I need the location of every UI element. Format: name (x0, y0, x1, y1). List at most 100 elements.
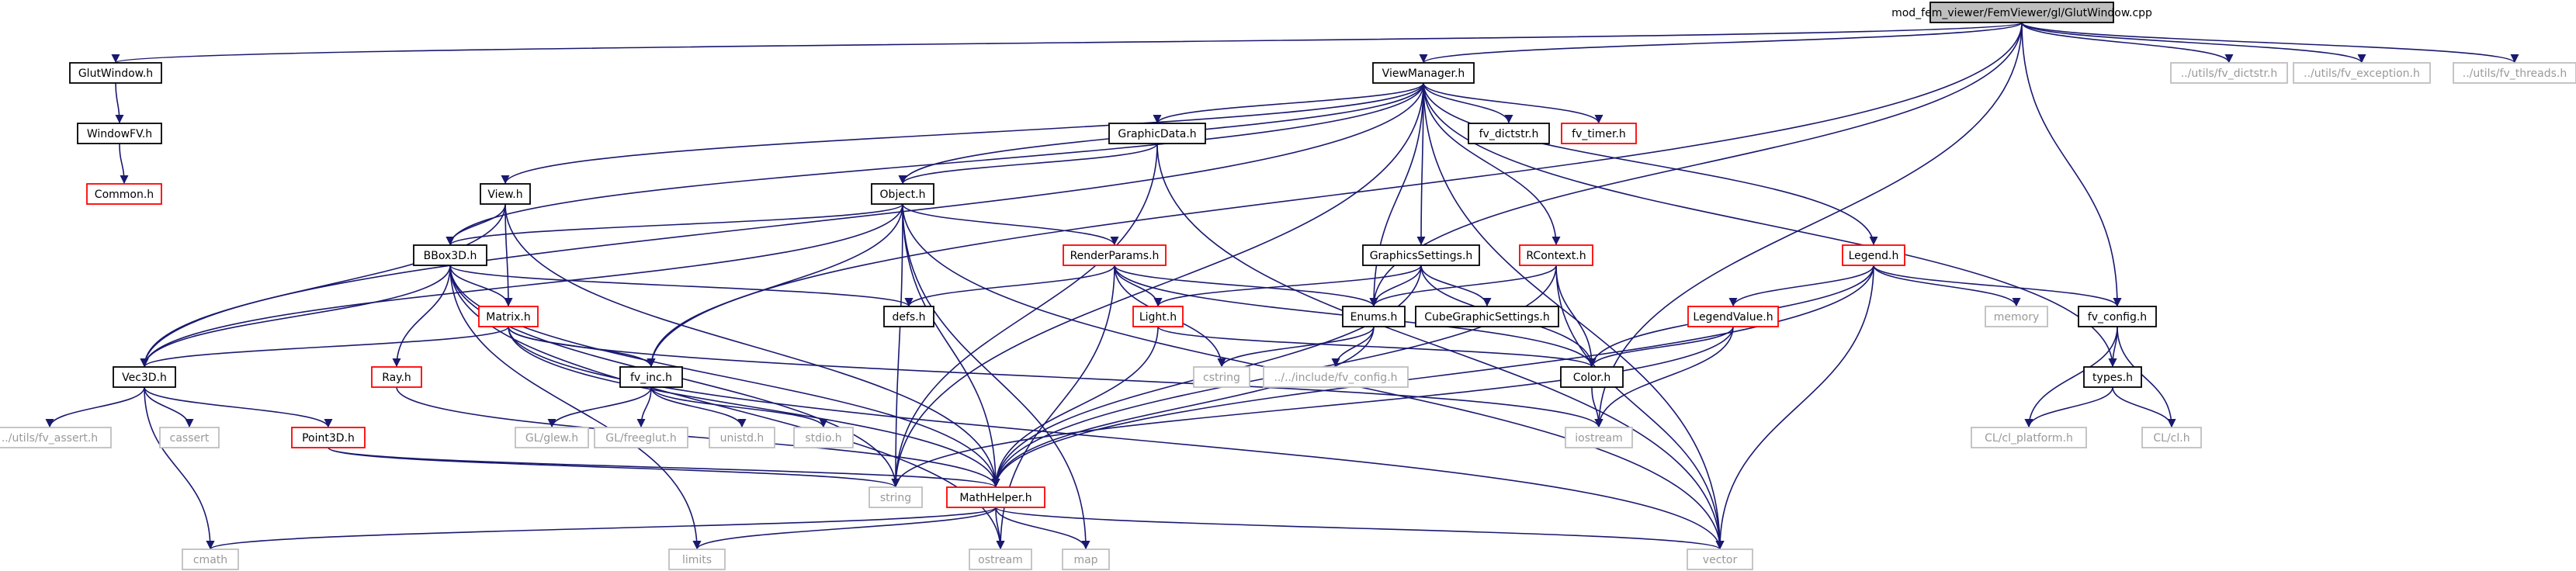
graph-node-renderparams-h[interactable]: RenderParams.h (1063, 244, 1167, 266)
node-box (1372, 62, 1475, 84)
include-edge (891, 326, 1734, 488)
include-edge (1728, 265, 1874, 307)
node-label: Ray.h (382, 372, 411, 384)
graph-node-viewmanager-h[interactable]: ViewManager.h (1372, 62, 1475, 84)
graph-node-fv-exception: ../utils/fv_exception.h (2293, 62, 2431, 84)
graph-node-bbox3d-h[interactable]: BBox3D.h (413, 244, 487, 266)
node-box (668, 549, 726, 570)
node-box (159, 427, 220, 448)
node-label: GraphicData.h (1118, 128, 1196, 140)
node-label: Point3D.h (302, 432, 355, 445)
include-edge (891, 82, 1424, 488)
include-edge (140, 203, 903, 368)
node-box (1687, 306, 1779, 327)
node-box (1565, 427, 1633, 448)
include-edge (2112, 386, 2176, 428)
graph-node-fv-assert: ../utils/fv_assert.h (0, 427, 112, 448)
node-box (2083, 366, 2142, 388)
graph-node-gl-glew: GL/glew.h (515, 427, 589, 448)
include-edge (1594, 326, 1734, 428)
include-edge (119, 143, 129, 185)
graph-node-legendvalue-h[interactable]: LegendValue.h (1687, 306, 1779, 327)
node-label: fv_inc.h (630, 372, 672, 384)
graph-node-object-h[interactable]: Object.h (871, 183, 934, 205)
node-label: cmath (193, 554, 227, 566)
include-edge (112, 22, 2023, 64)
include-edge (2021, 22, 2122, 307)
node-box (1842, 244, 1905, 266)
graph-node-root[interactable]: mod_fem_viewer/FemViewer/gl/GlutWindow.c… (1891, 2, 2152, 23)
include-edge (647, 203, 903, 368)
include-edge (891, 143, 1158, 488)
node-box (1929, 2, 2114, 23)
include-edge (504, 203, 513, 307)
include-edge (991, 265, 1874, 488)
include-edge (991, 326, 1375, 488)
node-label: defs.h (892, 311, 925, 324)
graph-node-point3d-h[interactable]: Point3D.h (291, 427, 366, 448)
include-edge (206, 507, 997, 550)
graph-node-fv-inc-h[interactable]: fv_inc.h (619, 366, 683, 388)
node-box (113, 366, 176, 388)
graph-node-types-h[interactable]: types.h (2083, 366, 2142, 388)
graph-node-view-h[interactable]: View.h (480, 183, 531, 205)
include-edge (650, 386, 828, 428)
graph-node-defs-h[interactable]: defs.h (883, 306, 934, 327)
graph-node-mathhelper-h[interactable]: MathHelper.h (946, 486, 1045, 508)
graph-node-string: string (868, 486, 923, 508)
graph-node-fv-timer-h[interactable]: fv_timer.h (1561, 123, 1637, 144)
include-edge (1594, 22, 2023, 428)
include-edge (1423, 82, 1603, 124)
include-edge (1873, 265, 2021, 307)
node-box (291, 427, 366, 448)
node-label: WindowFV.h (87, 128, 152, 140)
graph-node-fv-dictstr-h[interactable]: fv_dictstr.h (1468, 123, 1550, 144)
graph-node-common-h[interactable]: Common.h (86, 183, 162, 205)
graph-node-cstring: cstring (1193, 366, 1250, 388)
graph-node-fv-dictstr-root: ../utils/fv_dictstr.h (2170, 62, 2288, 84)
graph-node-ray-h[interactable]: Ray.h (371, 366, 422, 388)
graph-node-iostream: iostream (1565, 427, 1633, 448)
graph-node-legend-h[interactable]: Legend.h (1842, 244, 1905, 266)
graph-node-glutwindow-h[interactable]: GlutWindow.h (69, 62, 162, 84)
graph-node-cubegraphicsettings-h[interactable]: CubeGraphicSettings.h (1415, 306, 1559, 327)
include-edge (140, 82, 1424, 368)
include-edge (328, 447, 1000, 488)
node-box (2453, 62, 2576, 84)
include-edge (446, 82, 1424, 246)
graph-node-matrix-h[interactable]: Matrix.h (478, 306, 539, 327)
graph-node-enums-h[interactable]: Enums.h (1342, 306, 1406, 327)
node-box (1193, 366, 1250, 388)
node-label: stdio.h (805, 432, 841, 445)
graph-node-rcontext-h[interactable]: RContext.h (1519, 244, 1593, 266)
graph-node-graphicssettings-h[interactable]: GraphicsSettings.h (1362, 244, 1480, 266)
graph-node-windowfv-h[interactable]: WindowFV.h (77, 123, 162, 144)
node-label: fv_config.h (2088, 311, 2147, 324)
node-box (1985, 306, 2048, 327)
node-label: BBox3D.h (424, 250, 477, 262)
graph-node-vec3d-h[interactable]: Vec3D.h (113, 366, 176, 388)
node-label: CubeGraphicSettings.h (1424, 311, 1549, 324)
graph-node-graphicdata-h[interactable]: GraphicData.h (1108, 123, 1206, 144)
node-label: GL/freeglut.h (605, 432, 676, 445)
dependency-edges (45, 22, 2519, 550)
node-box (2170, 62, 2288, 84)
node-box (793, 427, 854, 448)
node-label: GraphicsSettings.h (1370, 250, 1473, 262)
node-label: Vec3D.h (122, 372, 167, 384)
include-edge (650, 386, 747, 428)
graph-node-cl-cl: CL/cl.h (2141, 427, 2202, 448)
graph-node-color-h[interactable]: Color.h (1560, 366, 1624, 388)
node-label: Light.h (1139, 311, 1177, 324)
graph-node-fv-config-h[interactable]: fv_config.h (2078, 306, 2157, 327)
node-box (969, 549, 1032, 570)
include-edge (140, 203, 506, 368)
node-label: limits (682, 554, 712, 566)
include-edge (1369, 82, 1424, 307)
graph-node-light-h[interactable]: Light.h (1132, 306, 1184, 327)
include-edge (1419, 22, 2023, 64)
include-edge (1715, 265, 1874, 550)
include-edge (144, 386, 215, 550)
graph-node-limits: limits (668, 549, 726, 570)
